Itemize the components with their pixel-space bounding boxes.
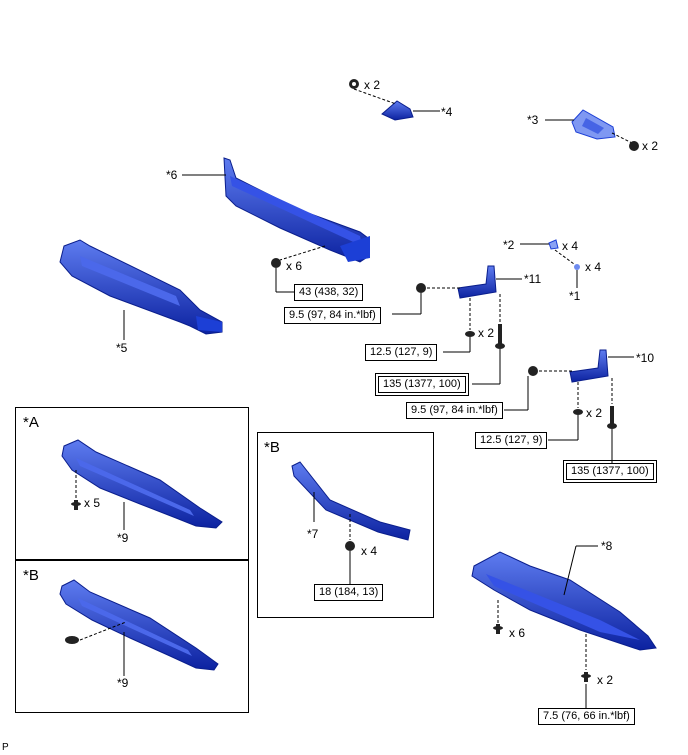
- bolt-icon: [498, 324, 502, 344]
- section-b-center-title: *B: [264, 439, 280, 456]
- qty-part-7-nut: x 4: [361, 544, 378, 558]
- qty-part-3-bolt: x 2: [642, 139, 659, 153]
- part-3-bracket: [571, 109, 616, 140]
- part-9b-cover: [59, 579, 219, 671]
- nut-icon: [345, 541, 355, 551]
- torque-box-6: 12.5 (127, 9): [475, 432, 548, 449]
- torque-box-1: 43 (438, 32): [294, 284, 364, 301]
- bolt-icon: [610, 406, 614, 424]
- label-part-4: *4: [441, 105, 453, 119]
- qty-part-11-nut: x 2: [478, 326, 495, 340]
- corner-mark: P: [2, 742, 9, 753]
- qty-section-a-bolt: x 5: [84, 496, 101, 510]
- torque-box-3: 12.5 (127, 9): [365, 344, 438, 361]
- qty-part-1-clip: x 4: [585, 260, 602, 274]
- qty-part-10-nut: x 2: [586, 406, 603, 420]
- clip-icon: [65, 636, 79, 644]
- section-a-panel: [15, 407, 249, 561]
- part-9a-cover: [61, 439, 223, 529]
- part-11-bracket: [457, 265, 497, 299]
- bolt-icon: [271, 258, 281, 268]
- label-part-5: *5: [116, 341, 128, 355]
- label-part-1: *1: [569, 289, 581, 303]
- part-6-reinforcement: [223, 157, 370, 263]
- section-a-title: *A: [23, 414, 39, 431]
- label-part-2: *2: [503, 238, 515, 252]
- label-part-9a: *9: [117, 531, 129, 545]
- bolt-icon: [528, 366, 538, 376]
- part-7-strip: [291, 461, 411, 541]
- clip-1-icon: [574, 264, 580, 270]
- label-part-9b: *9: [117, 676, 129, 690]
- label-part-6: *6: [166, 168, 178, 182]
- torque-box-2: 9.5 (97, 84 in.*lbf): [284, 307, 381, 324]
- clip-2-icon: [548, 239, 559, 250]
- qty-part-6-bolt: x 6: [286, 259, 303, 273]
- label-part-7: *7: [307, 527, 319, 541]
- qty-part-2-clip: x 4: [562, 239, 579, 253]
- label-part-11: *11: [524, 272, 542, 286]
- section-b-title: *B: [23, 567, 39, 584]
- qty-part-4-nut: x 2: [364, 78, 381, 92]
- part-10-bracket: [569, 349, 609, 383]
- part-5-absorber: [59, 239, 223, 335]
- label-part-3: *3: [527, 113, 539, 127]
- label-part-8: *8: [601, 539, 613, 553]
- nut-icon: [465, 331, 475, 337]
- section-b-panel: [15, 559, 249, 713]
- torque-box-5: 9.5 (97, 84 in.*lbf): [406, 402, 503, 419]
- bolt-icon: [629, 141, 639, 151]
- nut-icon: [573, 409, 583, 415]
- qty-part-8-bolt-a: x 6: [509, 626, 526, 640]
- label-part-10: *10: [636, 351, 655, 365]
- section-b-center-panel: [257, 432, 434, 618]
- torque-box-7: 135 (1377, 100): [563, 460, 657, 483]
- torque-box-4: 135 (1377, 100): [375, 373, 469, 396]
- torque-box-8: 18 (184, 13): [314, 584, 384, 601]
- qty-part-8-bolt-b: x 2: [597, 673, 614, 687]
- torque-box-9: 7.5 (76, 66 in.*lbf): [538, 708, 635, 725]
- part-8-undercover: [471, 551, 657, 651]
- part-4-bracket: [381, 100, 414, 121]
- bolt-icon: [416, 283, 426, 293]
